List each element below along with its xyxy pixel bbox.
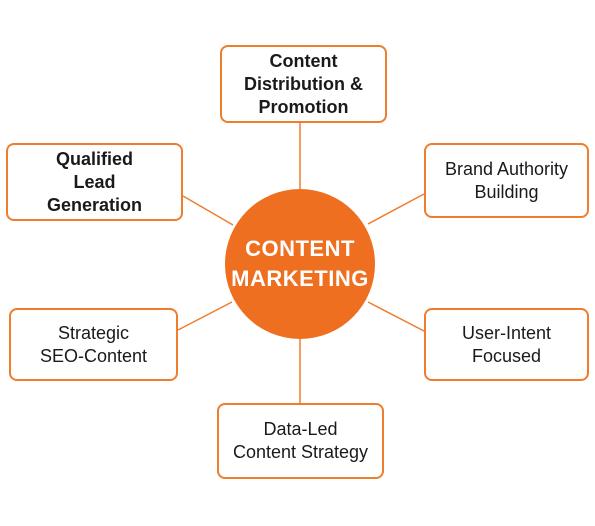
connector-bottom-right <box>367 301 425 332</box>
node-user-intent-focused: User-Intent Focused <box>424 308 589 381</box>
connector-bottom-left <box>177 301 233 331</box>
node-data-led-content-strategy: Data-Led Content Strategy <box>217 403 384 479</box>
center-hub: CONTENT MARKETING <box>225 189 375 339</box>
node-strategic-seo-content: Strategic SEO-Content <box>9 308 178 381</box>
node-qualified-lead-generation: Qualified Lead Generation <box>6 143 183 221</box>
node-content-distribution-promotion: Content Distribution & Promotion <box>220 45 387 123</box>
connector-top-left <box>182 195 234 226</box>
connector-top-right <box>367 193 425 225</box>
node-brand-authority-building: Brand Authority Building <box>424 143 589 218</box>
